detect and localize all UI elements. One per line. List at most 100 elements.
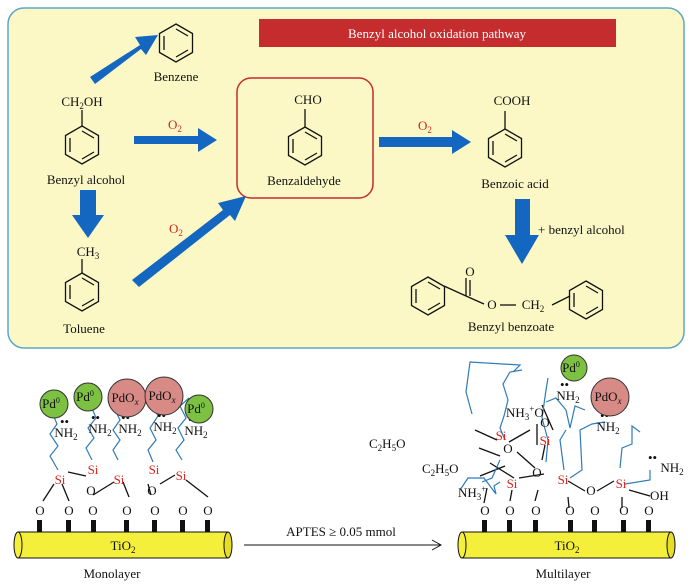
benzyl-alcohol-structure [64, 110, 100, 165]
toluene-group: CH3 [77, 244, 100, 261]
arrow-to-benzene [90, 35, 158, 84]
transition-label: APTES ≥ 0.05 mmol [286, 524, 396, 539]
multi-oxygen-5: O [590, 503, 599, 518]
benzaldehyde-highlight-box [236, 77, 374, 199]
benzaldehyde-group: CHO [294, 92, 321, 107]
multi-ammonium-1: NH3+O [506, 404, 544, 422]
multi-amine-2: NH2 [596, 419, 619, 436]
mono-pd-particle-1 [39, 389, 69, 419]
arrow-benzyl-alcohol-to-toluene [72, 190, 104, 238]
ester-oxygen: O [487, 297, 496, 312]
benzoic-acid-structure [487, 111, 523, 168]
mono-lone-pair-4: •• [157, 408, 166, 423]
multi-ethoxy-2: C2H5O [422, 461, 458, 478]
multi-pd-label: Pd0 [562, 360, 580, 375]
plus-benzyl-alcohol-label: + benzyl alcohol [538, 222, 625, 237]
multi-oxygen-1: O [480, 503, 489, 518]
multi-silicon-5: Si [616, 476, 627, 491]
ester-ch2-group: CH2 [522, 297, 545, 314]
arrow-benzoic-acid-to-benzyl-benzoate [505, 199, 539, 264]
multi-ammonium-2: NH3+ [458, 484, 486, 502]
pathway-title: Benzyl alcohol oxidation pathway [348, 26, 526, 41]
mono-silicon-4: Si [149, 462, 160, 477]
monolayer-caption: Monolayer [83, 566, 141, 581]
benzyl-benzoate-label: Benzyl benzoate [468, 319, 554, 334]
mono-oxygen-3: O [88, 503, 97, 518]
arrow-toluene-to-benzaldehyde [132, 196, 246, 287]
ester-carbonyl-oxygen: O [465, 264, 474, 279]
mono-pdox-label-1: PdOx [111, 390, 138, 407]
multilayer-substrate-end-right [666, 531, 676, 559]
arrow-benzyl-alcohol-to-benzaldehyde [134, 128, 217, 152]
multi-ethoxy-1: C2H5O [369, 436, 405, 453]
multi-lone-pair-1: •• [560, 377, 569, 392]
mono-lone-pair-3: •• [121, 410, 130, 425]
multilayer-structure [459, 361, 651, 532]
multi-oxygen-9: O [532, 465, 541, 480]
mono-amine-4: NH2 [153, 419, 176, 436]
mono-pd-label-2: Pd0 [76, 389, 94, 404]
multilayer-substrate-label: TiO2 [555, 538, 580, 555]
mono-oxygen-5: O [150, 503, 159, 518]
monolayer-substrate-label: TiO2 [111, 538, 136, 555]
multi-silicon-4: Si [558, 472, 569, 487]
arrow-benzaldehyde-to-benzoic-acid [379, 130, 471, 154]
mono-pdox-label-2: PdOx [148, 388, 175, 405]
multi-oxygen-11: O [586, 483, 595, 498]
multi-oxygen-4: O [565, 503, 574, 518]
mono-pd-particle-2 [73, 382, 103, 412]
mono-amine-1: NH2 [54, 425, 77, 442]
mono-oxygen-2: O [64, 503, 73, 518]
pathway-title-bar [259, 19, 616, 47]
multi-pdox-particle [590, 377, 630, 417]
toluene-structure [64, 259, 100, 312]
multi-silicon-2: Si [540, 433, 551, 448]
multi-pd-particle [560, 354, 588, 382]
mono-silicon-5: Si [176, 468, 187, 483]
monolayer-substrate [17, 531, 229, 559]
mono-lone-pair-2: •• [91, 410, 100, 425]
multilayer-caption: Multilayer [536, 566, 592, 581]
benzaldehyde-label: Benzaldehyde [267, 173, 341, 188]
multi-amine-3: NH2 [660, 460, 683, 477]
benzyl-alcohol-label: Benzyl alcohol [47, 172, 126, 187]
multi-hydroxyl: OH [650, 488, 669, 503]
multi-oxygen-8: O [503, 441, 512, 456]
benzaldehyde-structure [287, 109, 323, 166]
benzyl-benzoate-structure [410, 276, 604, 320]
oxidant-label-3: O2 [169, 221, 183, 238]
multi-oxygen-3: O [531, 503, 540, 518]
mono-oxygen-4: O [122, 503, 131, 518]
oxidant-label-1: O2 [168, 117, 182, 134]
mono-oxygen-1: O [35, 503, 44, 518]
multi-lone-pair-3: •• [648, 450, 657, 465]
mono-pd-label-3: Pd0 [187, 401, 205, 416]
mono-oxygen-7: O [203, 503, 212, 518]
benzene-label: Benzene [154, 69, 199, 84]
mono-oxygen-8: O [86, 483, 95, 498]
mono-silicon-1: Si [55, 472, 66, 487]
oxidant-label-2: O2 [418, 118, 432, 135]
mono-pdox-particle-2 [144, 376, 184, 416]
mono-amine-3: NH2 [118, 421, 141, 438]
transition-arrow-head [431, 539, 443, 551]
multi-oxygen-10: O [540, 415, 549, 430]
benzyl-alcohol-group: CH2OH [61, 94, 102, 111]
mono-silicon-3: Si [114, 472, 125, 487]
mono-lone-pair-1: •• [60, 414, 69, 429]
multi-oxygen-6: O [619, 503, 628, 518]
benzoic-acid-group: COOH [494, 93, 531, 108]
mono-oxygen-9: O [147, 483, 156, 498]
mono-silicon-2: Si [88, 462, 99, 477]
multi-amine-1: NH2 [556, 388, 579, 405]
multi-oxygen-7: O [644, 503, 653, 518]
monolayer-substrate-end-right [223, 531, 233, 559]
mono-amine-5: NH2 [184, 423, 207, 440]
multilayer-substrate [461, 531, 672, 559]
multi-oxygen-2: O [505, 503, 514, 518]
monolayer-substrate-end-left [13, 531, 23, 559]
multilayer-substrate-end-left [457, 531, 467, 559]
mono-pd-label-1: Pd0 [42, 396, 60, 411]
toluene-label: Toluene [63, 321, 105, 336]
